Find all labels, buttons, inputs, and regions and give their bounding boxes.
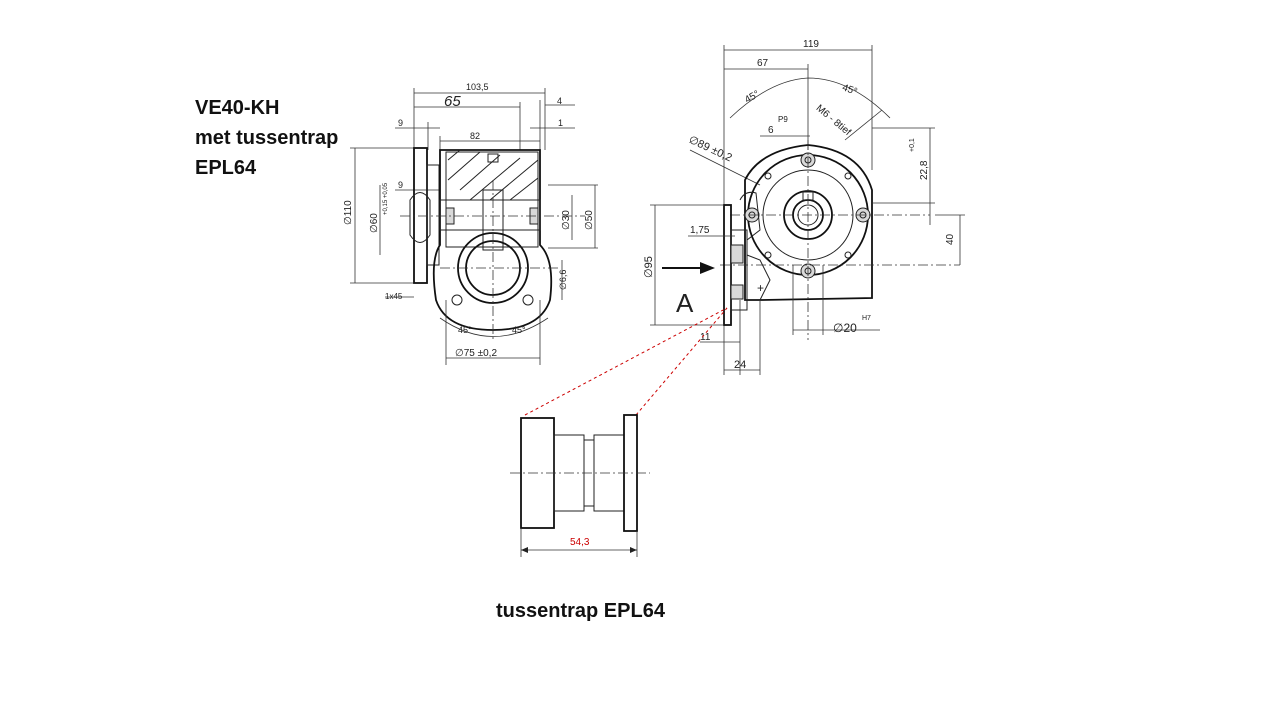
dim-d20-tol: H7 (862, 315, 871, 322)
dim-1-75: 1,75 (690, 225, 710, 236)
dim-d110: ∅110 (343, 200, 354, 225)
dim-d75: ∅75 ±0,2 (455, 348, 497, 359)
dim-67: 67 (757, 58, 769, 69)
dim-4: 4 (557, 96, 562, 106)
dim-82: 82 (470, 131, 480, 141)
angle-45-right: 45° (512, 325, 526, 335)
dim-p9: P9 (778, 115, 788, 124)
dim-6: 6 (768, 125, 774, 136)
title-model: VE40-KH (195, 97, 280, 119)
title-subtitle: met tussentrap (195, 127, 339, 149)
dim-22-8-tol: +0,1 (909, 138, 916, 152)
dim-d95: ∅95 (643, 256, 655, 278)
dim-24: 24 (734, 359, 746, 371)
dim-65: 65 (444, 93, 461, 110)
dim-d30: ∅30 (561, 210, 572, 230)
angle-45-left: 45° (458, 325, 472, 335)
dim-d50: ∅50 (584, 210, 595, 230)
dim-40: 40 (945, 233, 956, 245)
detail-caption: tussentrap EPL64 (496, 600, 665, 622)
dim-103-5: 103,5 (466, 82, 489, 92)
dim-119: 119 (803, 39, 819, 50)
title-part: EPL64 (195, 157, 257, 179)
right-view: 119 67 45° 45° M6 - 8tief P9 6 ∅89 ±0,2 (643, 39, 965, 375)
angle-45-left-r: 45° (743, 89, 762, 106)
dim-d60: ∅60 (369, 213, 380, 233)
detail-epl64: 54,3 (510, 414, 650, 557)
dim-9-top: 9 (398, 118, 403, 128)
angle-45-right-r: 45° (841, 82, 859, 98)
title-block: VE40-KH met tussentrap EPL64 (195, 93, 338, 183)
thread-m6: M6 - 8tief (814, 103, 853, 138)
dim-d20: ∅20 (833, 321, 857, 335)
svg-text:+: + (757, 281, 764, 295)
left-view: 103,5 65 4 9 1 82 9 ∅110 ∅60 +0,15 +0,05… (343, 82, 598, 365)
dim-11: 11 (700, 332, 711, 343)
view-label-a: A (676, 288, 694, 318)
dim-54-3: 54,3 (570, 537, 590, 548)
dim-9-mid: 9 (398, 180, 403, 190)
dim-1: 1 (558, 118, 563, 128)
dim-chamfer: 1x45 (385, 292, 403, 301)
dim-d60-tol: +0,15 +0,05 (383, 182, 389, 215)
dim-d6-6: ∅6,6 (558, 270, 568, 290)
dim-22-8: 22,8 (919, 160, 930, 180)
detail-link-lines (524, 307, 728, 416)
